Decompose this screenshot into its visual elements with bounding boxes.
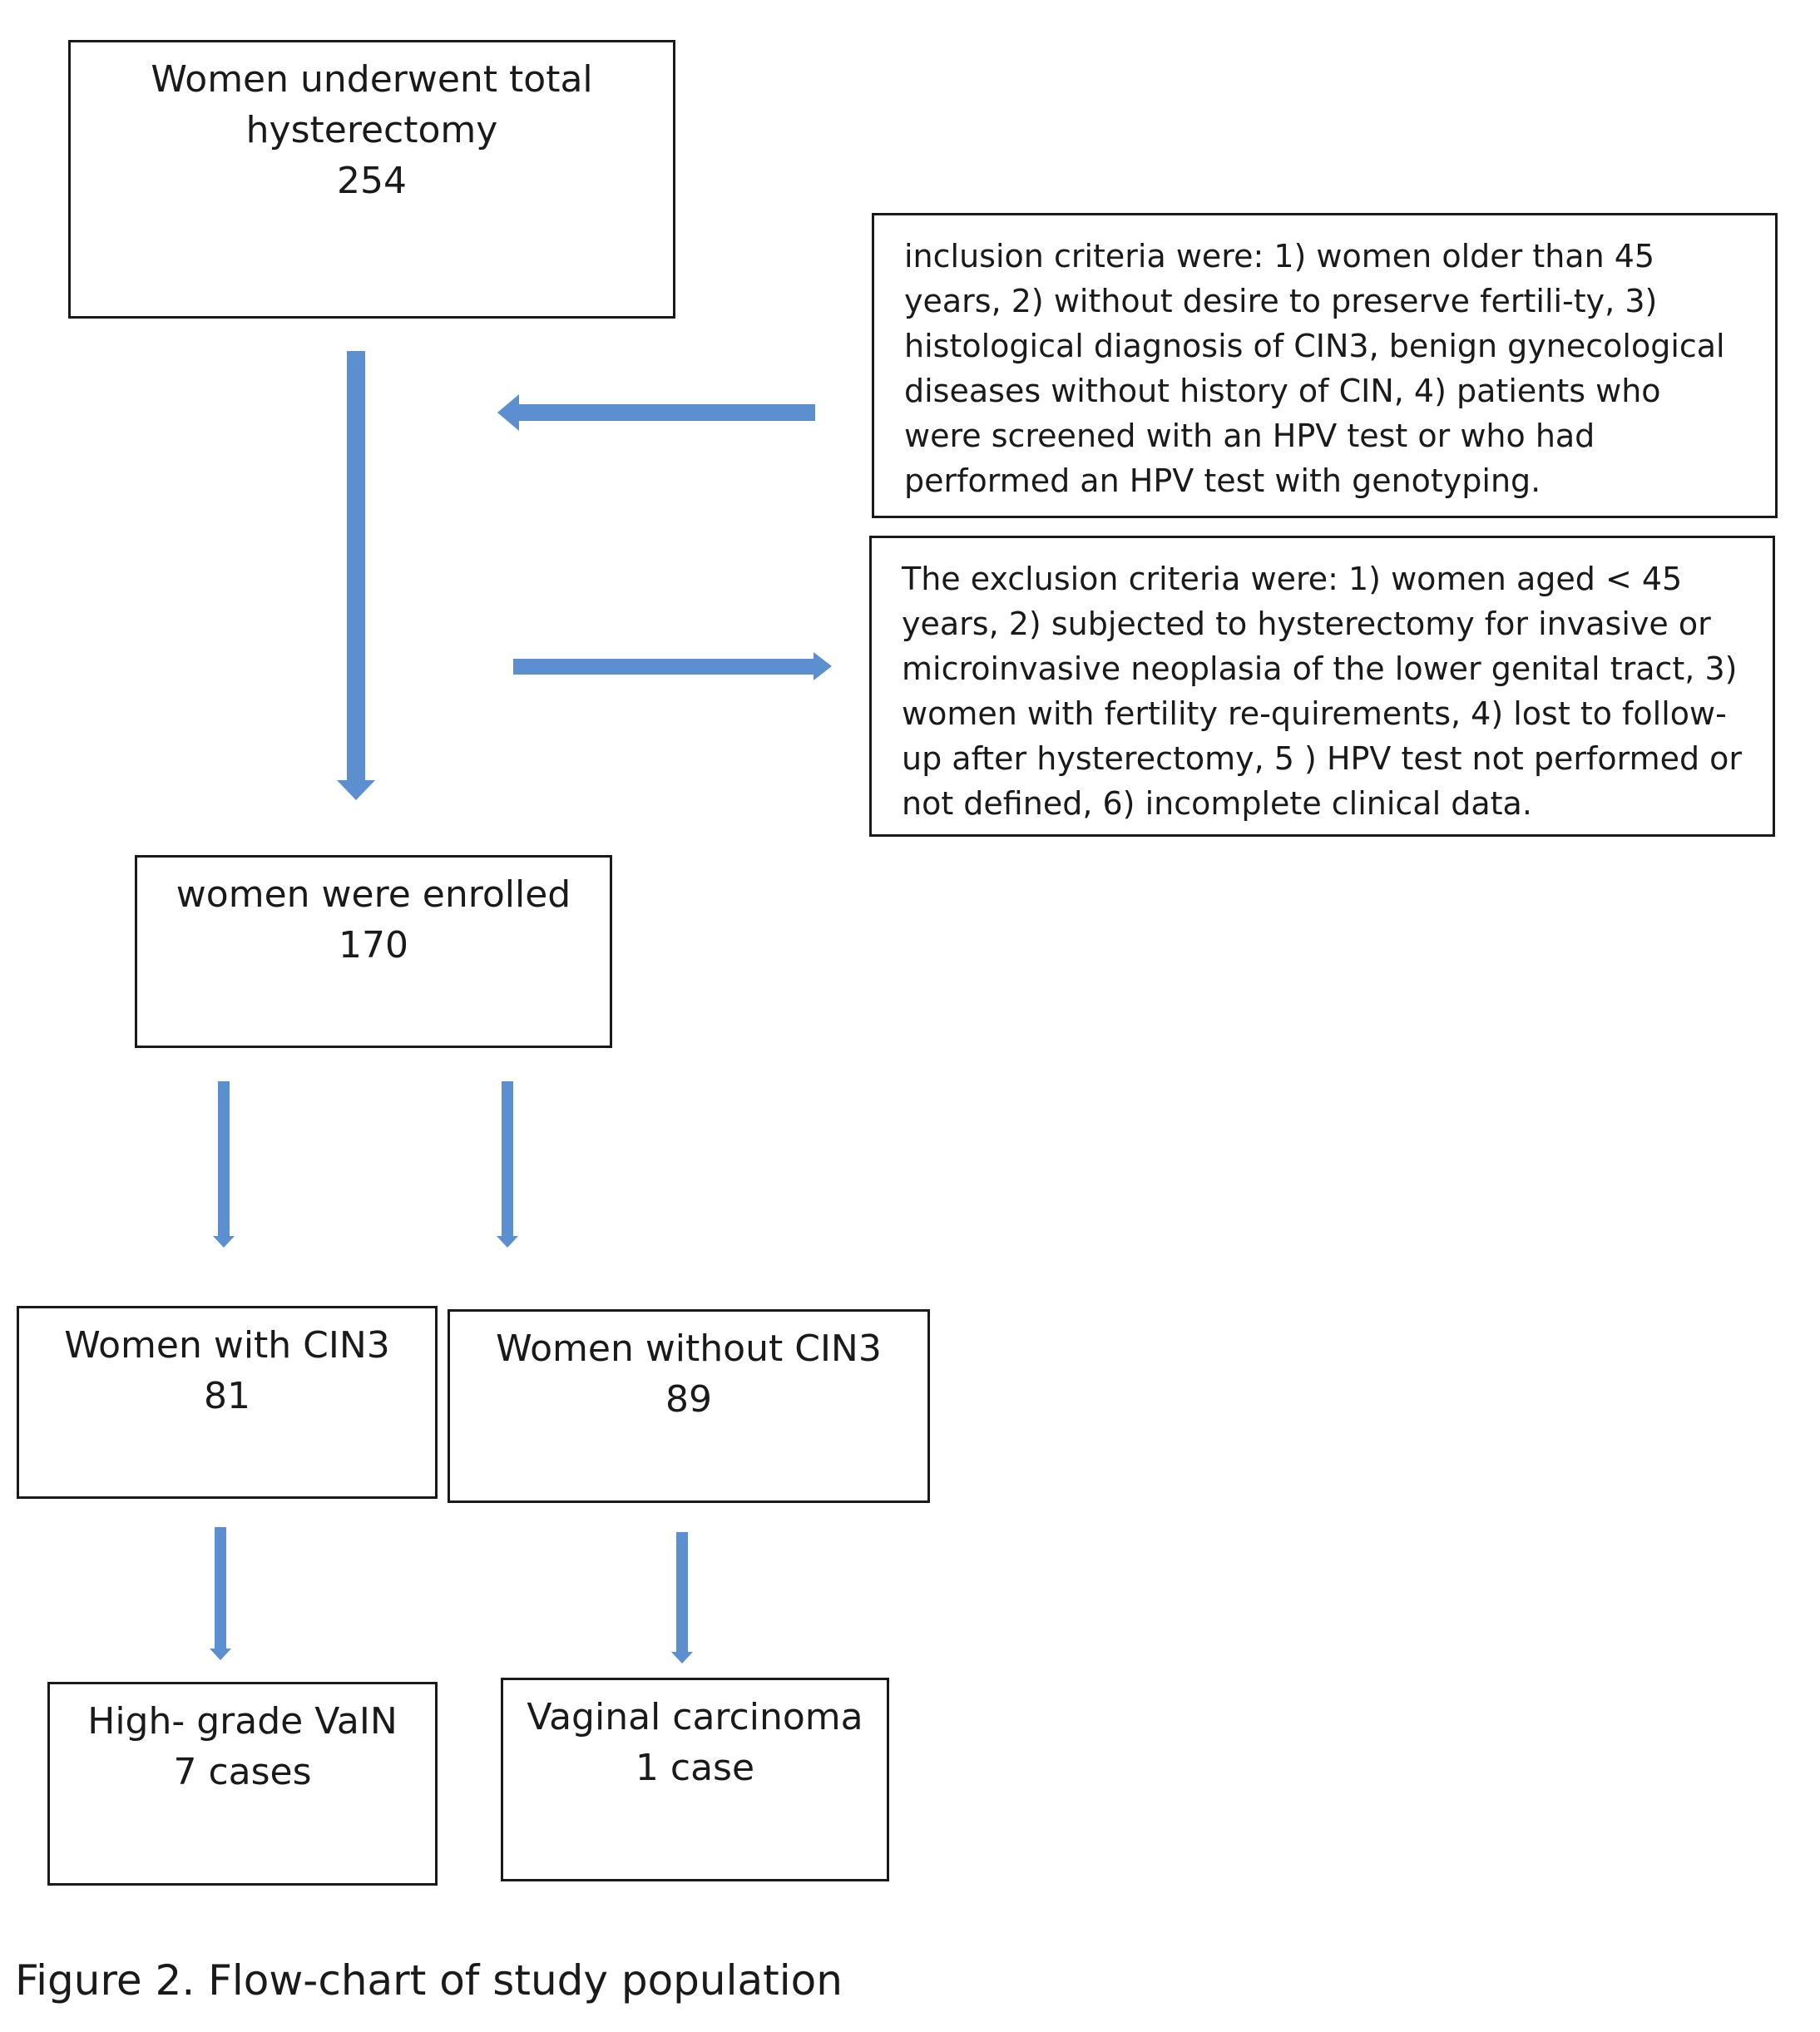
total-count: 254 (337, 160, 407, 202)
box-without-cin3: Women without CIN3 89 (448, 1309, 930, 1503)
with-cin3-count: 81 (204, 1375, 250, 1417)
arrow-with-cin3-to-vain (210, 1527, 231, 1660)
arrow-enrolled-to-with-cin3 (213, 1081, 235, 1248)
box-high-grade-vain: High- grade VaIN 7 cases (47, 1682, 438, 1886)
arrow-inclusion-to-main (497, 394, 815, 431)
with-cin3-label: Women with CIN3 (64, 1324, 390, 1367)
vain-count: 7 cases (173, 1751, 312, 1793)
box-vaginal-carcinoma: Vaginal carcinoma 1 case (501, 1678, 889, 1881)
without-cin3-count: 89 (665, 1378, 712, 1421)
arrow-total-to-enrolled (337, 351, 375, 800)
total-label-line1: Women underwent total (151, 58, 593, 101)
enrolled-label: women were enrolled (176, 873, 571, 916)
carcinoma-label: Vaginal carcinoma (527, 1696, 863, 1738)
box-enrolled: women were enrolled 170 (135, 855, 612, 1048)
carcinoma-count: 1 case (635, 1747, 755, 1789)
box-exclusion-criteria: The exclusion criteria were: 1) women ag… (869, 536, 1775, 837)
box-inclusion-criteria: inclusion criteria were: 1) women older … (872, 213, 1778, 518)
exclusion-criteria-text: The exclusion criteria were: 1) women ag… (902, 561, 1743, 822)
arrow-without-cin3-to-carcinoma (671, 1532, 693, 1664)
vain-label: High- grade VaIN (87, 1700, 398, 1743)
inclusion-criteria-text: inclusion criteria were: 1) women older … (904, 238, 1725, 499)
enrolled-count: 170 (339, 924, 408, 967)
arrow-main-to-exclusion (513, 652, 832, 680)
box-with-cin3: Women with CIN3 81 (17, 1306, 438, 1499)
total-label-line2: hysterectomy (245, 109, 498, 151)
figure-caption: Figure 2. Flow-chart of study population (15, 1956, 843, 2005)
box-total-hysterectomy: Women underwent total hysterectomy 254 (68, 40, 675, 319)
without-cin3-label: Women without CIN3 (496, 1327, 882, 1370)
arrow-enrolled-to-without-cin3 (497, 1081, 518, 1248)
